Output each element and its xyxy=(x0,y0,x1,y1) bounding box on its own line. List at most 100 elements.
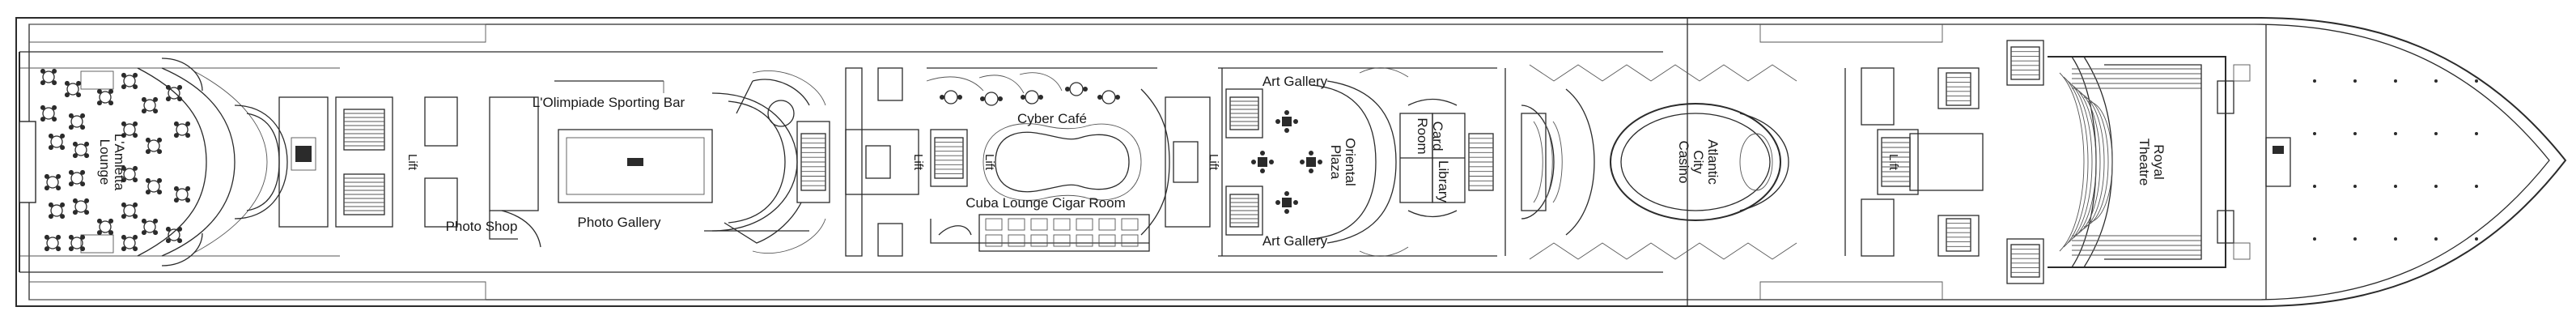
chair-icon xyxy=(1275,200,1280,205)
deck-dot xyxy=(2353,132,2357,135)
lounge-area xyxy=(19,52,268,272)
lift-label-5: Lift xyxy=(982,154,996,171)
chair-icon xyxy=(141,109,146,114)
table-icon xyxy=(46,176,59,189)
card-label-line2: Room xyxy=(1415,117,1430,154)
seat-cell xyxy=(1076,234,1093,247)
chair-icon xyxy=(185,121,191,126)
chair-icon xyxy=(153,109,159,114)
table-icon xyxy=(123,75,136,87)
art-gallery-top-label: Art Gallery xyxy=(1263,74,1328,89)
deck-dot xyxy=(2394,79,2397,83)
chair-icon xyxy=(1284,209,1289,214)
chair-icon xyxy=(52,104,57,110)
art-gallery-bottom-label: Art Gallery xyxy=(1263,233,1328,249)
chair-icon xyxy=(80,181,86,187)
chair-icon xyxy=(40,104,45,110)
midship-stairwell: Lift xyxy=(845,67,925,257)
chair-icon xyxy=(133,72,138,78)
stair-block xyxy=(1946,72,1971,106)
library-label: Library xyxy=(1436,160,1451,202)
chair-icon xyxy=(84,210,90,215)
slot-row xyxy=(1552,121,1563,203)
slot-row xyxy=(1533,121,1543,203)
deck-dot xyxy=(2394,237,2397,241)
seat-cell xyxy=(1008,218,1025,231)
deck-dot xyxy=(2313,185,2316,188)
photo-shop-label: Photo Shop xyxy=(446,219,518,234)
chair-icon xyxy=(173,133,179,139)
lounge-label-line1: L'Amletta xyxy=(112,134,127,191)
chair-icon xyxy=(96,218,102,224)
chair-icon xyxy=(80,169,86,175)
chair-icon xyxy=(48,202,53,207)
table-icon xyxy=(176,188,189,201)
table-icon xyxy=(944,90,958,104)
chair-icon xyxy=(64,92,70,98)
seat-row xyxy=(2087,100,2113,224)
table-icon xyxy=(66,83,79,96)
chair-icon xyxy=(40,80,45,86)
chair-icon xyxy=(133,234,138,240)
chair-icon xyxy=(998,96,1003,101)
chair-icon xyxy=(40,68,45,74)
chair-icon xyxy=(72,153,78,159)
chair-icon xyxy=(1260,151,1265,156)
chair-icon xyxy=(108,230,114,236)
chair-icon xyxy=(40,117,45,122)
chair-icon xyxy=(133,121,138,126)
chair-icon xyxy=(121,133,126,139)
chair-icon xyxy=(141,230,146,236)
chair-icon xyxy=(84,198,90,203)
chair-icon xyxy=(52,68,57,74)
seat-cell xyxy=(985,234,1003,247)
chair-icon xyxy=(80,246,86,252)
deck-dot xyxy=(2313,237,2316,241)
table-icon xyxy=(1258,157,1267,167)
chair-icon xyxy=(48,145,53,151)
chair-icon xyxy=(60,145,66,151)
plaza-label-line1: Oriental xyxy=(1343,138,1358,186)
chair-icon xyxy=(72,141,78,147)
sporting-bar-area xyxy=(489,70,830,254)
deck-dot xyxy=(2475,185,2478,188)
deck-dot xyxy=(2475,79,2478,83)
chair-icon xyxy=(1293,200,1298,205)
lounge-label: L'Amletta Lounge xyxy=(97,134,127,191)
table-icon xyxy=(42,107,55,120)
seat-cell xyxy=(1030,218,1048,231)
table-icon xyxy=(99,220,112,233)
lift-label-2: Lift xyxy=(911,154,925,171)
chair-icon xyxy=(96,88,102,94)
chair-icon xyxy=(1065,87,1070,92)
cyber-cafe-label: Cyber Café xyxy=(1017,111,1087,126)
chair-icon xyxy=(133,133,138,139)
casino-label-line1: Atlantic xyxy=(1705,139,1721,185)
deck-dot xyxy=(2475,132,2478,135)
chair-icon xyxy=(44,246,49,252)
chair-icon xyxy=(1309,168,1313,173)
lift-label-3: Lift xyxy=(1207,154,1220,171)
seat-cell xyxy=(1121,218,1139,231)
chair-icon xyxy=(121,121,126,126)
chair-icon xyxy=(76,80,82,86)
seat-cell xyxy=(1053,218,1071,231)
chair-icon xyxy=(68,169,74,175)
stair-block xyxy=(2010,244,2040,278)
seat-row xyxy=(2071,84,2097,240)
seat-row xyxy=(2067,80,2093,244)
chair-icon xyxy=(133,165,138,171)
seat-cell xyxy=(1076,218,1093,231)
chair-icon xyxy=(121,246,126,252)
table-icon xyxy=(147,180,160,193)
chair-icon xyxy=(157,190,163,195)
lift-label-1: Lift xyxy=(405,154,419,171)
chair-icon xyxy=(1284,128,1289,133)
table-icon xyxy=(168,87,180,100)
table-icon xyxy=(99,91,112,104)
casino-label: Atlantic City Casino xyxy=(1676,139,1721,185)
seat-cell xyxy=(1008,234,1025,247)
chair-icon xyxy=(121,165,126,171)
deck-dot xyxy=(2434,79,2438,83)
table-icon xyxy=(984,92,999,106)
